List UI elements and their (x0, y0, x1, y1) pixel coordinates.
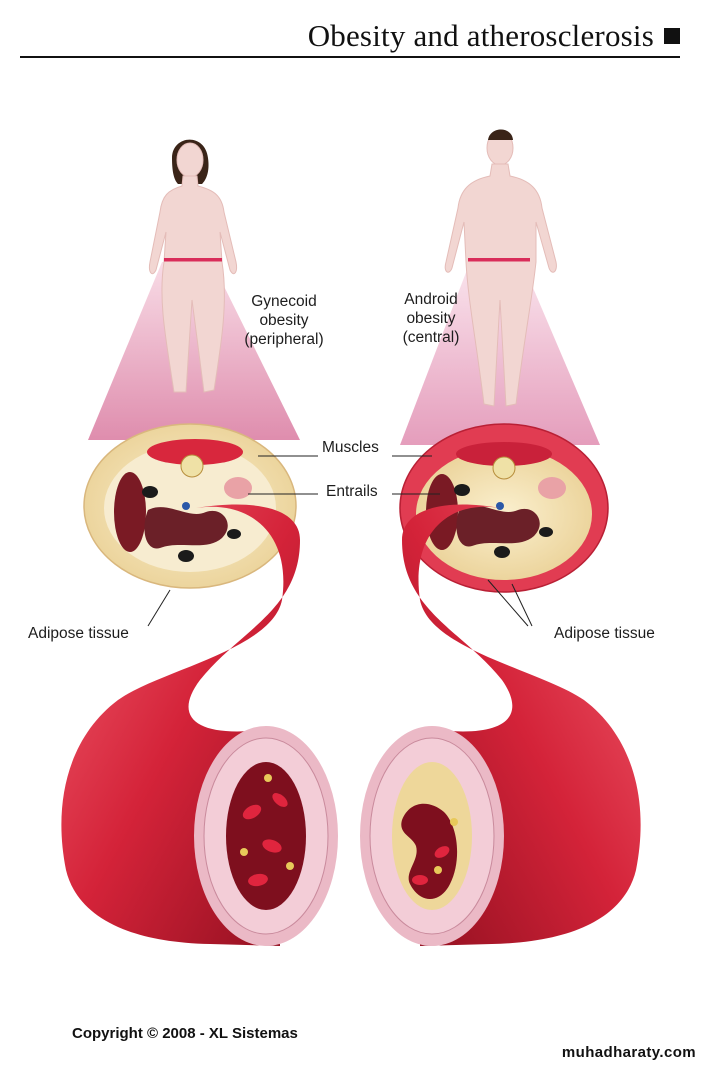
label-adipose-tissue-left: Adipose tissue (28, 625, 129, 642)
cross-section-left (83, 423, 297, 589)
copyright-text: Copyright © 2008 - XL Sistemas (72, 1025, 298, 1042)
page-title: Obesity and atherosclerosis (308, 18, 680, 54)
projection-cone-right (400, 262, 600, 445)
title-square-icon (664, 28, 680, 44)
leader-lines (147, 455, 533, 627)
projection-cone-left (88, 262, 300, 440)
label-adipose-tissue-right: Adipose tissue (554, 625, 655, 642)
label-entrails: Entrails (326, 483, 378, 500)
cross-section-right (399, 423, 609, 593)
artery-left (61, 504, 338, 946)
label-muscles: Muscles (322, 439, 379, 456)
watermark-text: muhadharaty.com (561, 1044, 696, 1061)
title-rule (20, 56, 680, 58)
female-figure (149, 139, 237, 393)
artery-right (360, 504, 641, 946)
male-figure (444, 129, 557, 407)
